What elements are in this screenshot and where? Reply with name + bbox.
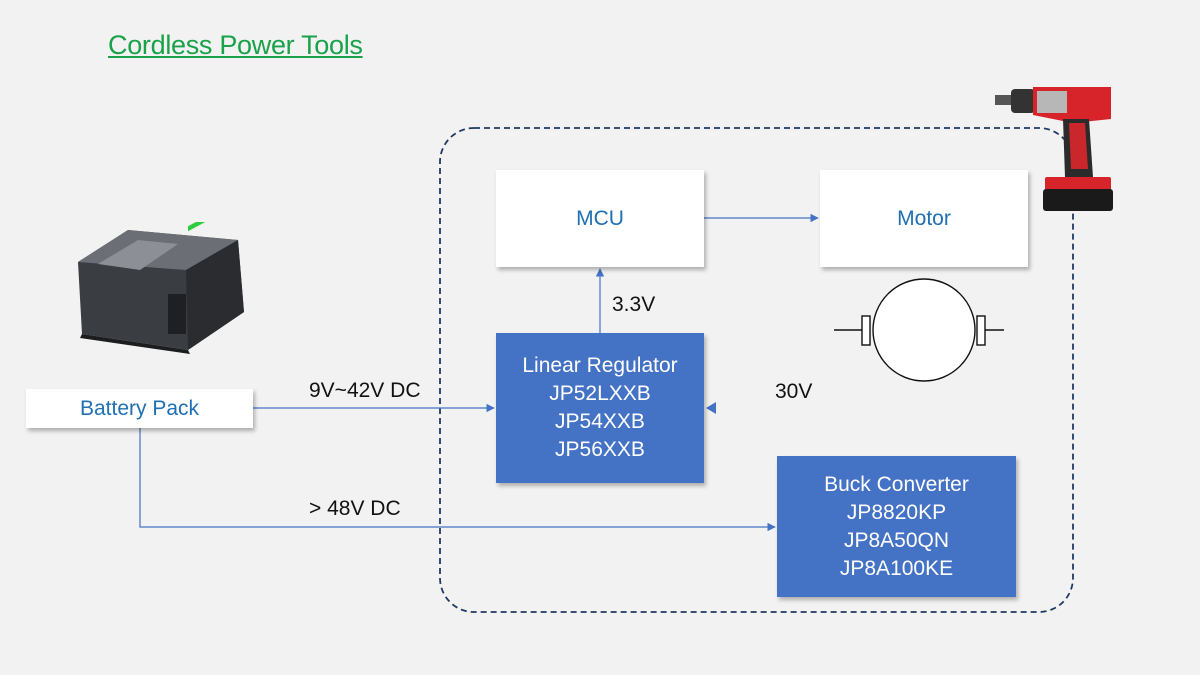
buck-converter-block: Buck Converter JP8820KP JP8A50QN JP8A100… — [777, 456, 1016, 597]
battery-pack-label: Battery Pack — [79, 396, 200, 420]
battery-pack-photo — [78, 222, 244, 354]
linear-regulator-block: Linear Regulator JP52LXXB JP54XXB JP56XX… — [496, 333, 704, 483]
linear-regulator-part: JP54XXB — [555, 410, 645, 433]
motor-label: Motor — [897, 206, 951, 230]
system-boundary — [439, 127, 1074, 613]
motor-symbol — [834, 278, 1004, 382]
voltage-label-48v: > 48V DC — [309, 497, 401, 520]
linear-regulator-part: JP52LXXB — [549, 382, 651, 405]
cordless-drill-photo — [995, 87, 1113, 211]
linear-regulator-title: Linear Regulator — [522, 354, 678, 377]
buck-converter-part: JP8A50QN — [843, 528, 950, 552]
arrow-battery-to-buck — [139, 428, 776, 532]
voltage-label-30v: 30V — [775, 380, 813, 403]
voltage-label-9v-42v: 9V~42V DC — [309, 379, 421, 402]
battery-pack-block: Battery Pack — [26, 389, 253, 428]
buck-converter-part: JP8820KP — [846, 500, 947, 524]
buck-converter-part: JP8A100KE — [839, 556, 954, 580]
page-title: Cordless Power Tools — [108, 30, 363, 60]
mcu-label: MCU — [576, 206, 624, 230]
motor-block: Motor — [820, 170, 1028, 267]
voltage-label-3v3: 3.3V — [612, 293, 656, 316]
linear-regulator-part: JP56XXB — [555, 438, 645, 461]
arrow-30v-into-linreg — [706, 402, 716, 414]
buck-converter-title: Buck Converter — [824, 472, 969, 496]
mcu-block: MCU — [496, 170, 704, 267]
